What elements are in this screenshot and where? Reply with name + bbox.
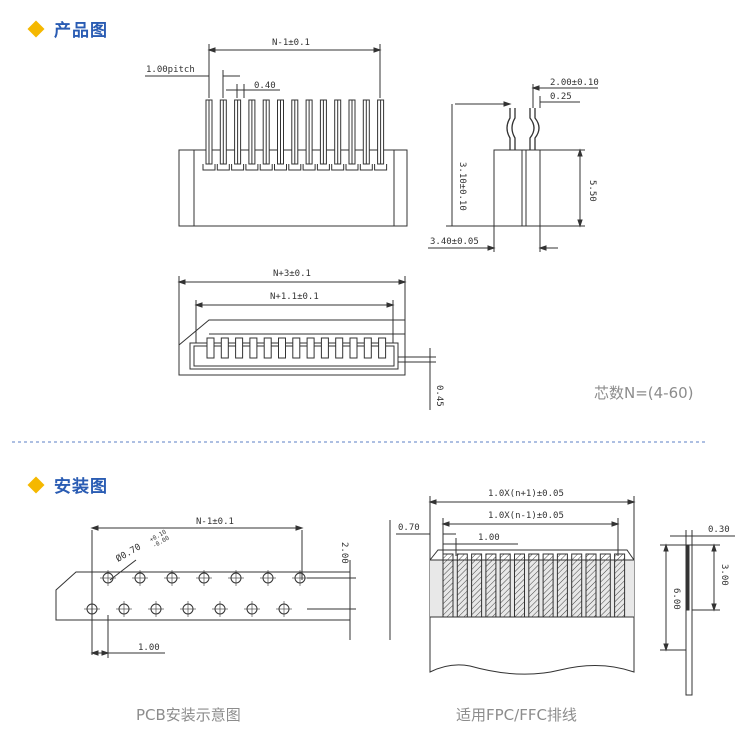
dim-550: 5.50	[587, 180, 597, 202]
slot	[349, 337, 358, 359]
tooth	[316, 164, 330, 171]
slot	[335, 337, 344, 359]
pcb-dim-100: 1.00	[138, 643, 160, 653]
dim-pitch: 1.00pitch	[146, 65, 195, 75]
fpc-dim-600: 6.00	[671, 588, 681, 610]
section-title-install: 安装图	[54, 477, 108, 497]
connector-pins	[205, 99, 385, 165]
fpc-dim-070: 0.70	[398, 523, 420, 533]
dim-n-minus-1: N-1±0.1	[272, 38, 310, 48]
pcb-dim-200: 2.00	[339, 542, 349, 564]
dim-n-plus-11: N+1.1±0.1	[270, 292, 319, 302]
dim-n-plus-3: N+3±0.1	[273, 269, 311, 279]
tooth	[288, 164, 302, 171]
slot	[249, 337, 258, 359]
pcb-holes	[84, 570, 308, 617]
conductor	[599, 553, 611, 618]
section-header-product: 产品图	[27, 16, 108, 41]
tooth	[274, 164, 287, 171]
dim-310: 3.10±0.10	[457, 162, 467, 211]
tooth	[202, 164, 216, 171]
slot	[278, 337, 286, 359]
tooth	[345, 164, 359, 171]
side-body	[493, 149, 541, 227]
tooth	[374, 164, 388, 171]
slot	[220, 337, 229, 359]
connector-top-view	[177, 276, 436, 410]
slot	[320, 337, 329, 359]
fpc-dim-total: 1.0X(n+1)±0.05	[488, 489, 564, 499]
dim-045: 0.45	[434, 385, 444, 407]
fpc-dim-inner: 1.0X(n-1)±0.05	[488, 511, 564, 521]
fpc-side-view	[660, 530, 735, 696]
conductor	[499, 553, 511, 618]
dim-040: 0.40	[254, 81, 276, 91]
slot	[378, 337, 387, 359]
slot	[292, 337, 301, 359]
dim-025: 0.25	[550, 92, 572, 102]
tooth	[331, 164, 345, 171]
connector-side-view	[428, 84, 598, 252]
connector-front-view	[145, 44, 408, 227]
pcb-footprint	[55, 525, 356, 658]
fpc-cable	[389, 496, 636, 675]
slot	[206, 337, 215, 359]
conductor	[528, 553, 540, 618]
tooth	[231, 164, 245, 171]
section-title-product: 产品图	[54, 21, 108, 41]
tooth	[245, 164, 259, 171]
pcb-dim-hole: Ø0.70	[114, 542, 143, 565]
fpc-dim-030: 0.30	[708, 525, 730, 535]
pcb-caption: PCB安装示意图	[136, 706, 241, 724]
conductor	[442, 553, 454, 618]
conductor	[514, 553, 525, 618]
pcb-dim-n-minus-1: N-1±0.1	[196, 517, 234, 527]
cores-note: 芯数N=(4-60)	[594, 384, 694, 402]
conductor	[456, 553, 468, 618]
fpc-conductors	[442, 553, 626, 618]
conductor	[614, 553, 626, 618]
fpc-caption: 适用FPC/FFC排线	[456, 706, 577, 724]
slot	[263, 337, 272, 359]
fpc-dim-100: 1.00	[478, 533, 500, 543]
dim-340: 3.40±0.05	[430, 237, 479, 247]
fpc-dim-300: 3.00	[719, 564, 729, 586]
slot	[235, 337, 244, 359]
slot	[306, 337, 315, 359]
conductor	[471, 553, 483, 618]
top-view-slots	[206, 337, 387, 359]
slot	[363, 337, 372, 359]
conductor	[571, 553, 583, 618]
tooth	[359, 164, 373, 171]
tooth	[259, 164, 273, 171]
section-header-install: 安装图	[27, 472, 108, 497]
conductor	[585, 553, 597, 618]
conductor	[556, 553, 568, 618]
dim-200: 2.00±0.10	[550, 78, 599, 88]
tooth	[216, 164, 230, 171]
connector-teeth	[202, 164, 388, 171]
conductor	[542, 553, 554, 618]
tooth	[302, 164, 316, 171]
conductor	[485, 553, 497, 618]
